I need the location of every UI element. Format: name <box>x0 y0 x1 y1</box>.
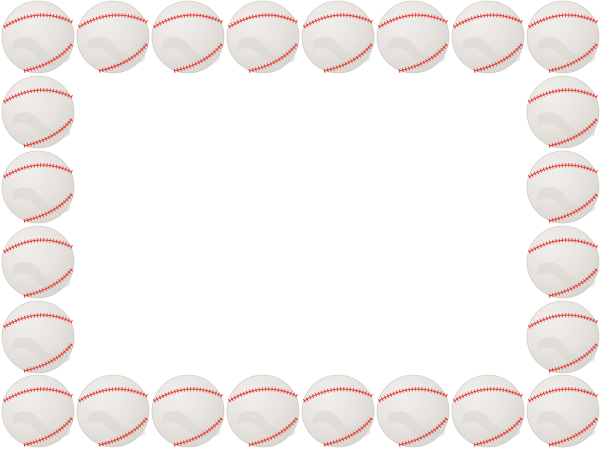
baseball-icon <box>525 300 600 376</box>
baseball-icon <box>75 374 151 450</box>
baseball-icon <box>150 374 226 450</box>
baseball-icon <box>0 374 76 450</box>
blank-center-area <box>76 76 524 374</box>
baseball-icon <box>0 300 76 376</box>
baseball-icon <box>75 0 151 76</box>
baseball-icon <box>525 0 600 76</box>
baseball-icon <box>375 374 451 450</box>
baseball-icon <box>525 374 600 450</box>
baseball-icon <box>225 374 301 450</box>
baseball-icon <box>450 374 526 450</box>
baseball-icon <box>0 0 76 76</box>
baseball-icon <box>525 150 600 226</box>
baseball-icon <box>0 225 76 301</box>
baseball-icon <box>300 374 376 450</box>
baseball-icon <box>150 0 226 76</box>
baseball-icon <box>525 75 600 151</box>
baseball-icon <box>375 0 451 76</box>
baseball-icon <box>450 0 526 76</box>
baseball-icon <box>525 225 600 301</box>
baseball-icon <box>225 0 301 76</box>
baseball-icon <box>0 75 76 151</box>
baseball-icon <box>0 150 76 226</box>
baseball-icon <box>300 0 376 76</box>
